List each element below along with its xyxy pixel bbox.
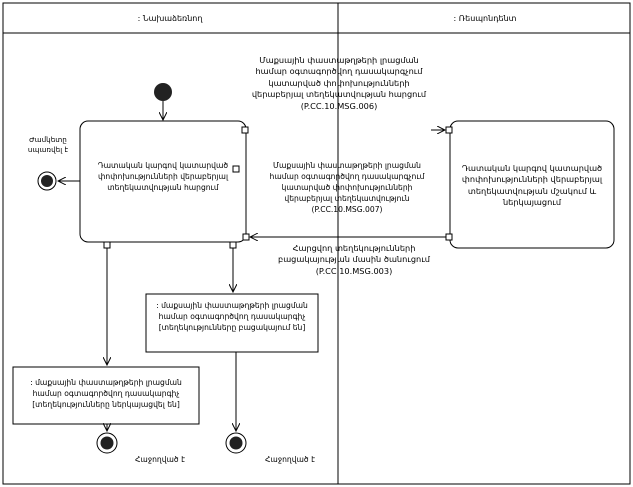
pin-request-right-out xyxy=(232,165,240,173)
msg006-label: Մաքսային փաստաթղթերի լրացման համար օգտագ… xyxy=(251,55,427,111)
pin-request-right-in xyxy=(242,233,250,241)
object-absent-label: : մաքսային փաստաթղթերի լրացման համար օգտ… xyxy=(156,301,308,332)
msg003-label: Հարցվող տեղեկությունների բացակայության մ… xyxy=(278,243,430,276)
action-request-label: Դատական կարգով կատարված փոփոխությունների… xyxy=(97,161,229,192)
action-process-label: Դատական կարգով կատարված փոփոխությունների… xyxy=(461,163,603,208)
final-timeout-label: Ժամկետը սպառվել է xyxy=(27,135,69,155)
pin-process-left-in xyxy=(445,126,453,134)
object-present xyxy=(12,366,200,425)
final-right-label: Հաջողված է xyxy=(265,455,315,464)
lane-title-respondent: : Ռեսպոնդենտ xyxy=(453,14,517,23)
initial-node xyxy=(154,83,172,101)
object-absent xyxy=(145,293,319,353)
msg007-label: Մաքսային փաստաթղթերի լրացման համար օգտագ… xyxy=(269,161,425,214)
pin-process-left-out xyxy=(445,233,453,241)
action-process xyxy=(449,120,615,249)
final-node-left-inner xyxy=(100,436,114,450)
pin-request-bottom-right xyxy=(229,241,237,249)
lane-title-initiator: : Նախաձեռնող xyxy=(137,14,203,23)
pin-request-bottom-left xyxy=(103,241,111,249)
final-left-label: Հաջողված է xyxy=(135,455,185,464)
pin-request-right-top xyxy=(241,126,249,134)
final-node-right-inner xyxy=(229,436,243,450)
object-present-label: : մաքսային փաստաթղթերի լրացման համար օգտ… xyxy=(30,378,182,409)
final-node-timeout-inner xyxy=(41,175,53,187)
